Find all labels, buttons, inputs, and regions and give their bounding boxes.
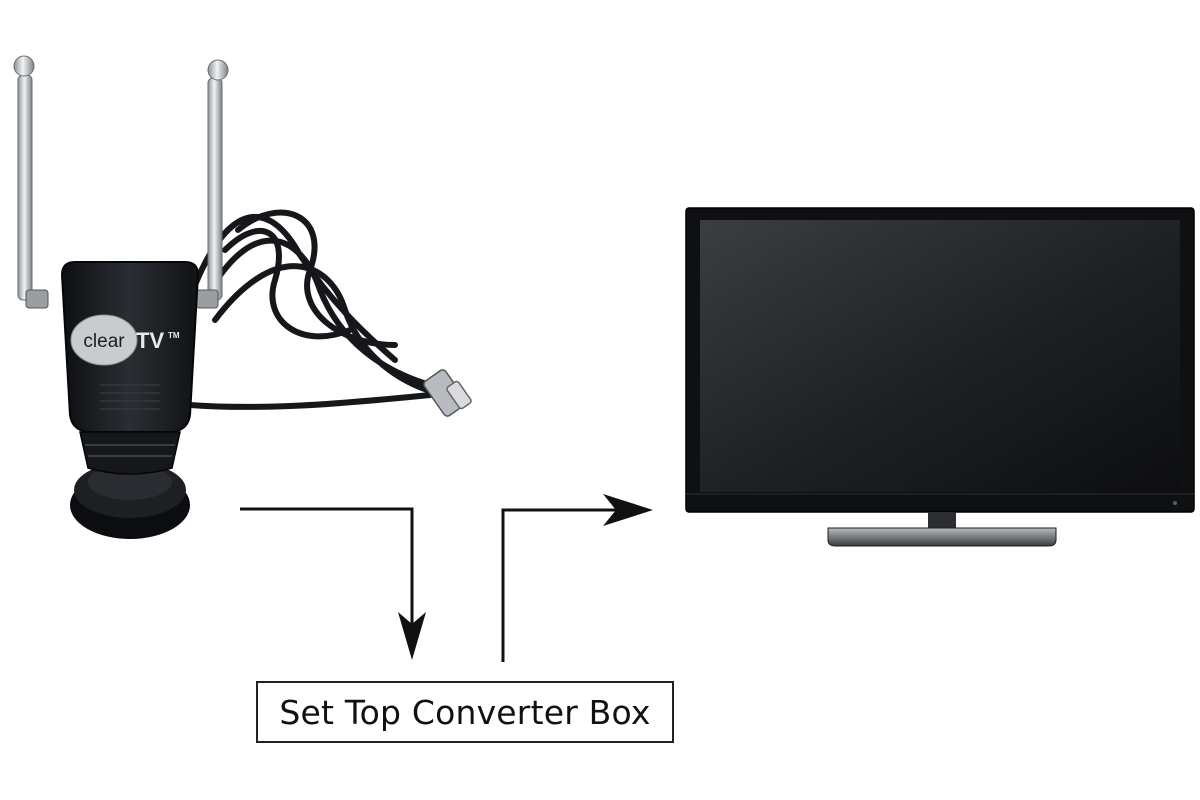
f-connector (423, 369, 472, 417)
tv-power-light (1173, 501, 1177, 505)
tv-stand-neck (928, 512, 956, 528)
antenna-body (60, 261, 200, 475)
logo-trademark: TM (168, 331, 180, 340)
set-top-converter-box-label: Set Top Converter Box (256, 681, 674, 743)
arrow-box-to-tv (501, 494, 653, 662)
tv-stand-base (827, 527, 1057, 547)
tv-screen (700, 220, 1180, 492)
logo-word-tv: TV (136, 328, 164, 353)
antenna-illustration: clear TV TM (13, 55, 472, 539)
cleartv-logo: clear TV TM (70, 314, 180, 366)
logo-word-clear: clear (83, 331, 125, 352)
coax-cable (187, 209, 448, 410)
left-antenna-rod (13, 55, 49, 309)
arrow-antenna-to-box (240, 507, 426, 660)
television-illustration (685, 207, 1195, 547)
